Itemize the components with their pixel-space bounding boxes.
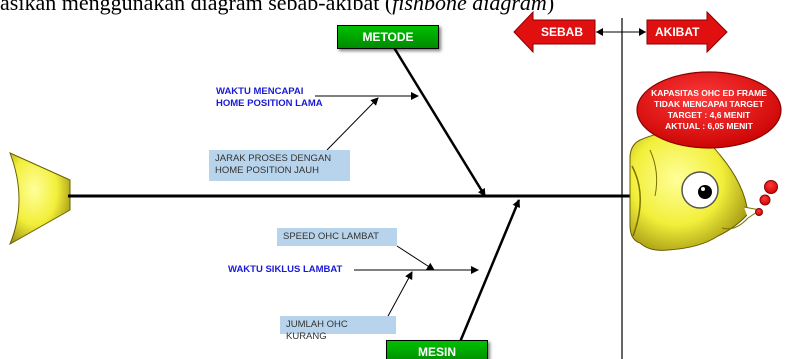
- cause-waktu-mencapai-line2: HOME POSITION LAMA: [216, 98, 323, 109]
- cause-waktu-mencapai-line1: WAKTU MENCAPAI: [216, 86, 304, 97]
- jarak-proses-arrow: [326, 97, 379, 151]
- category-mesin: MESIN: [386, 340, 488, 359]
- effect-line-4: AKTUAL : 6,05 MENIT: [665, 121, 753, 131]
- effect-line-2: TIDAK MENCAPAI TARGET: [654, 99, 764, 109]
- effect-text: KAPASITAS OHC ED FRAME TIDAK MENCAPAI TA…: [643, 88, 775, 132]
- effect-bubble: [636, 71, 782, 149]
- jumlah-ohc-arrow: [386, 271, 413, 319]
- cause-jarak-proses-line2: HOME POSITION JAUH: [215, 165, 319, 176]
- double-arrow-left-head: [596, 28, 603, 36]
- metode-bone: [391, 45, 487, 197]
- fish-tail: [8, 152, 71, 246]
- cause-speed-ohc: SPEED OHC LAMBAT: [277, 228, 397, 246]
- category-metode: METODE: [337, 25, 439, 49]
- cause-jumlah-ohc: JUMLAH OHC KURANG: [280, 316, 396, 342]
- speed-ohc-arrow: [396, 245, 435, 271]
- mesin-bone: [458, 199, 521, 343]
- effect-line-3: TARGET : 4,6 MENIT: [667, 110, 751, 120]
- akibat-arrow: [646, 10, 728, 54]
- double-arrow-right-head: [639, 28, 646, 36]
- akibat-label: AKIBAT: [655, 25, 700, 39]
- effect-line-1: KAPASITAS OHC ED FRAME: [651, 88, 767, 98]
- sebab-arrow: [513, 10, 596, 54]
- caption-close: ): [546, 0, 555, 15]
- figure-caption: asikan menggunakan diagram sebab-akibat …: [0, 0, 760, 16]
- caption-text: asikan menggunakan diagram sebab-akibat …: [0, 0, 393, 15]
- cause-waktu-siklus: WAKTU SIKLUS LAMBAT: [228, 264, 343, 275]
- cause-jarak-proses-line1: JARAK PROSES DENGAN: [215, 153, 332, 164]
- sebab-label: SEBAB: [541, 25, 584, 39]
- caption-italic: fishbone diagram: [392, 0, 547, 15]
- fish-eye: [681, 171, 719, 209]
- thought-bubbles: [755, 180, 778, 216]
- cause-jarak-proses: JARAK PROSES DENGAN HOME POSITION JAUH: [209, 150, 350, 181]
- cause-waktu-mencapai: WAKTU MENCAPAI HOME POSITION LAMA: [216, 86, 323, 110]
